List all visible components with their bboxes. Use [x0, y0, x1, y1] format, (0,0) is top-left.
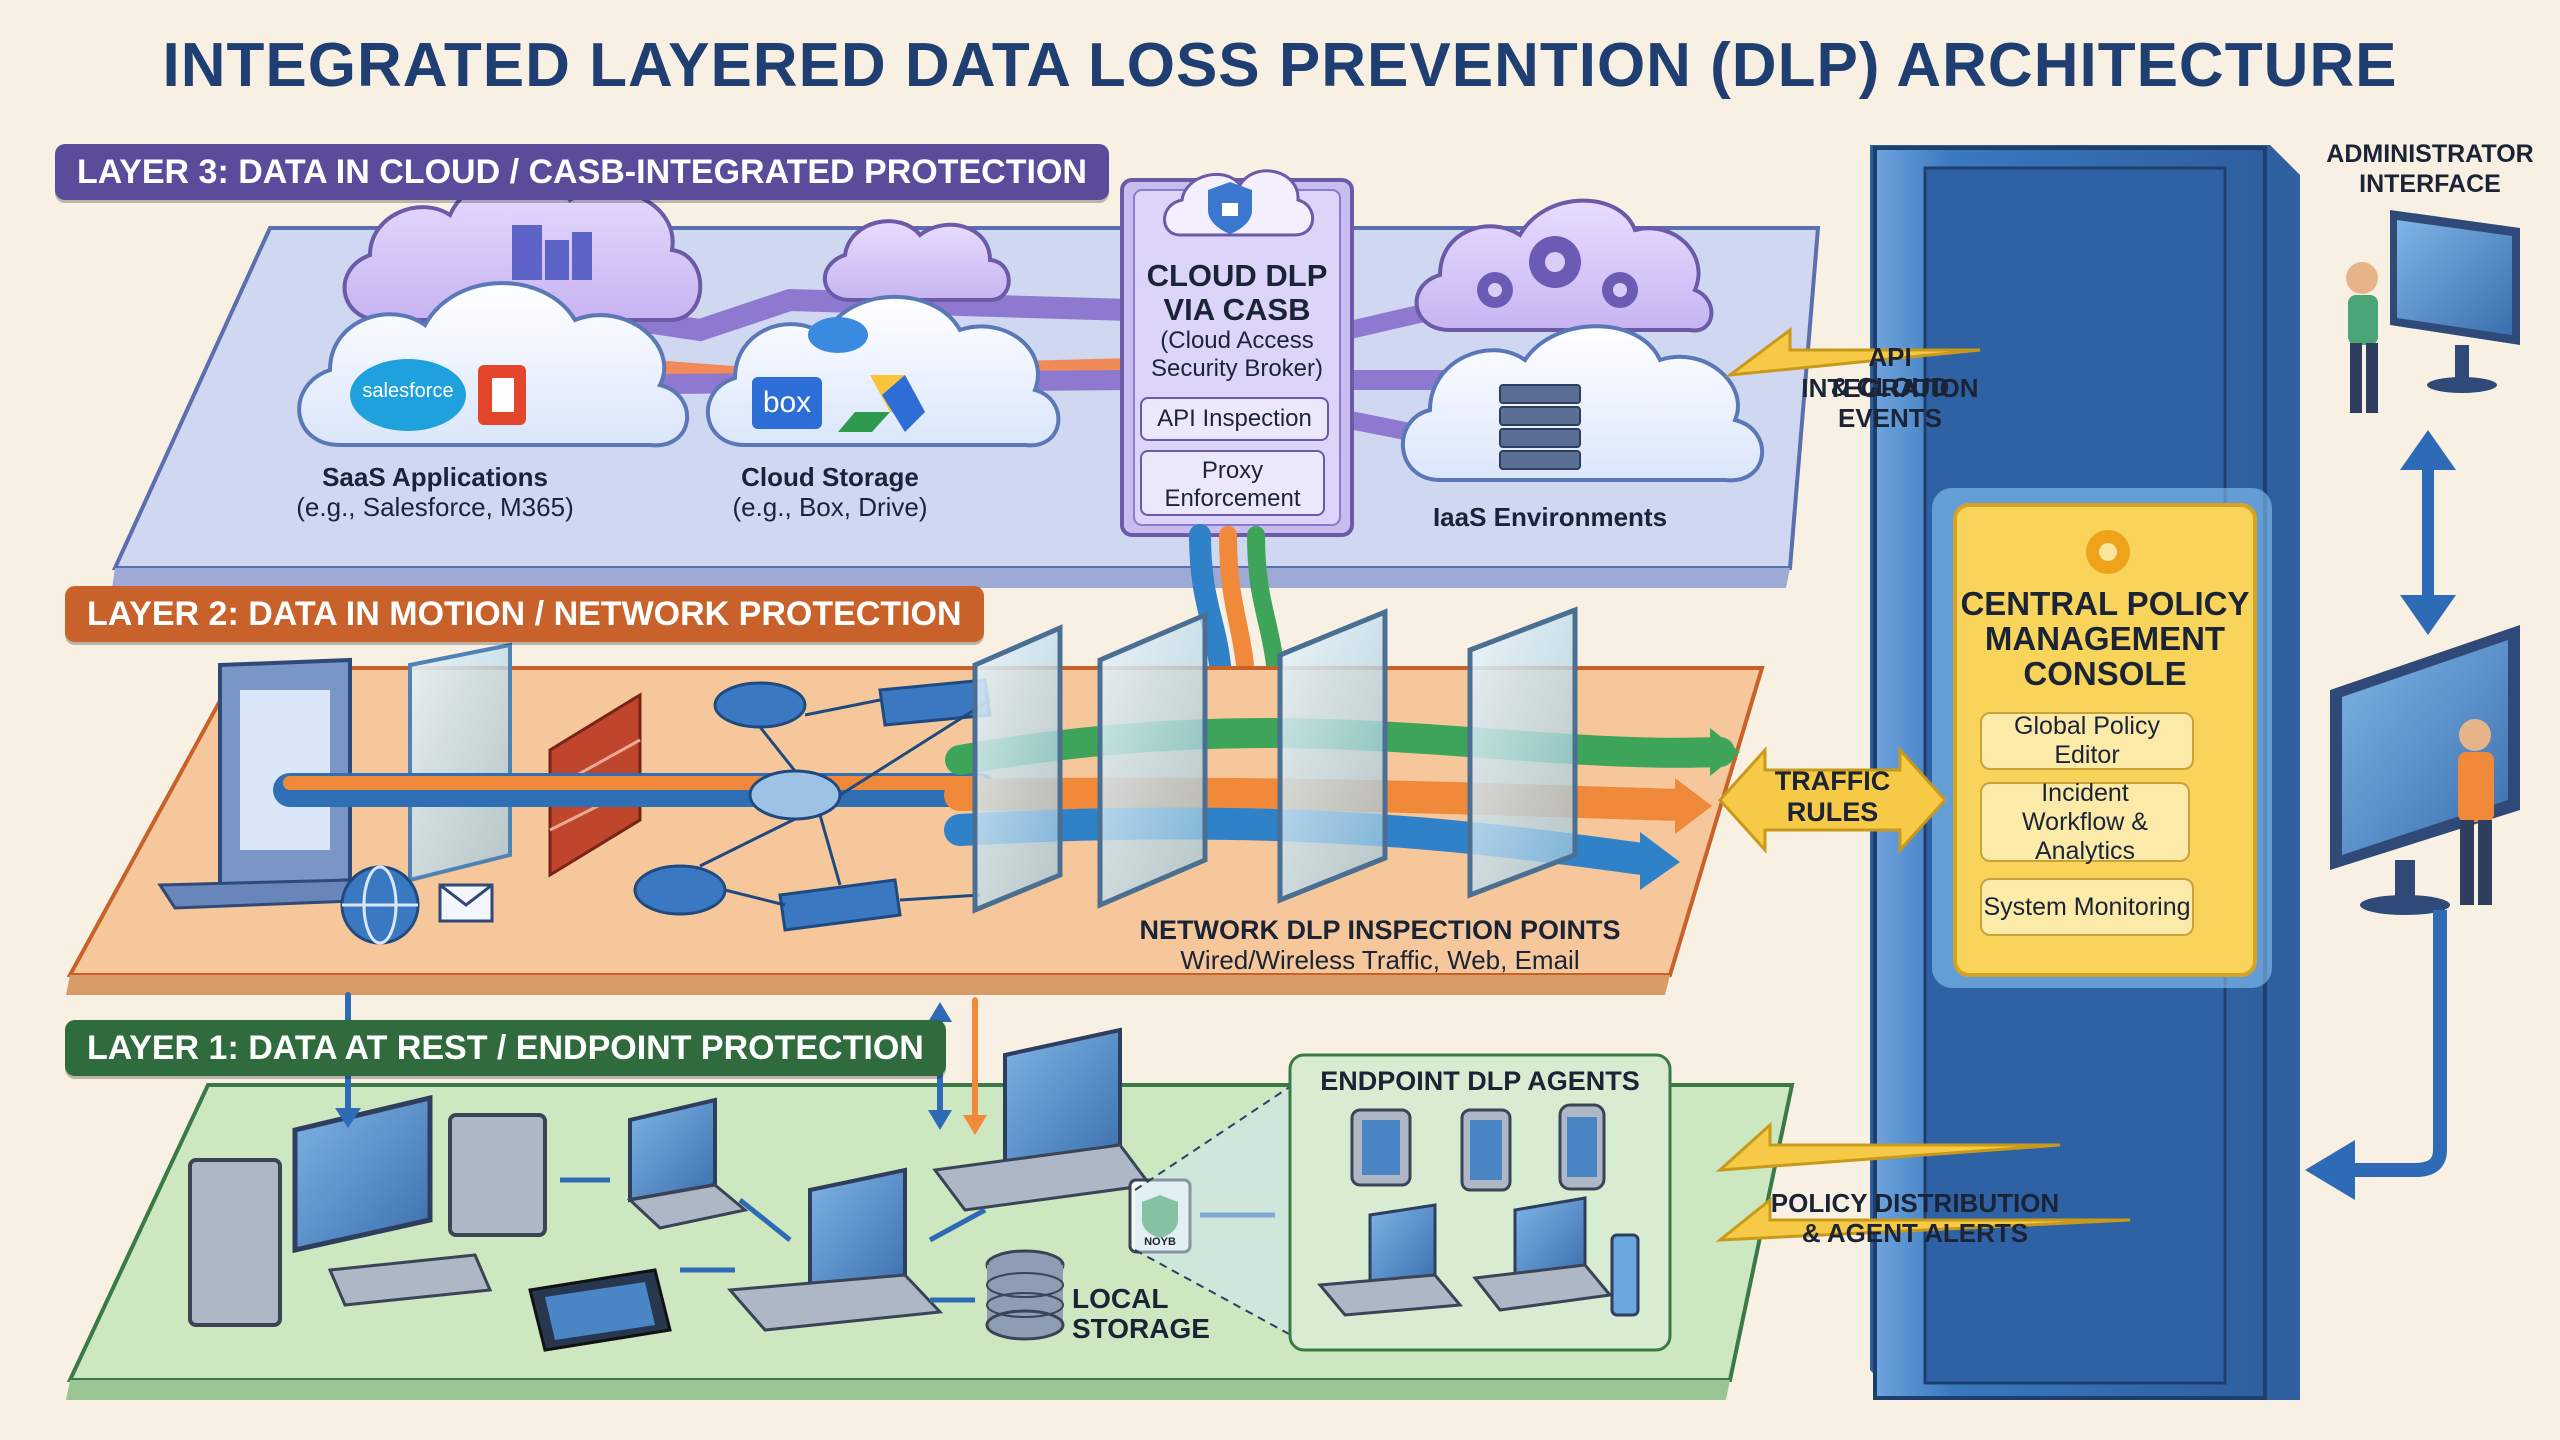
policy-distribution-arrow [1715, 1121, 2131, 1242]
layer3-label: LAYER 3: DATA IN CLOUD / CASB-INTEGRATED… [55, 144, 1109, 200]
cloud-back-mid [823, 219, 1011, 302]
console-title-line1: CENTRAL POLICY [1960, 585, 2250, 622]
cloud-storage [706, 294, 1061, 448]
policy-distribution-line2: & AGENT ALERTS [1801, 1218, 2029, 1248]
traffic-rules-arrow [1717, 746, 1948, 854]
saas-logo-text: salesforce [362, 380, 454, 402]
casb-title-line1: CLOUD DLP [1146, 258, 1328, 293]
local-storage-line2: STORAGE [1072, 1313, 1210, 1344]
cloud-back-right [1414, 198, 1714, 333]
box-logo-text: box [762, 386, 812, 419]
diagram-title: INTEGRATED LAYERED DATA LOSS PREVENTION … [162, 31, 2398, 100]
saas-subtitle: (e.g., Salesforce, M365) [296, 492, 574, 522]
cloud-storage-subtitle: (e.g., Box, Drive) [732, 492, 928, 522]
agent-chip-label: NOYB [1144, 1236, 1176, 1248]
casb-title-line2: VIA CASB [1163, 292, 1311, 327]
casb-sub-line2: Security Broker) [1150, 355, 1324, 382]
api-integration-line1: API INTEGRATION [1801, 342, 1979, 403]
traffic-rules-line2: RULES [1786, 797, 1879, 827]
incident-workflow-analytics[interactable]: Incident Workflow & Analytics [1980, 779, 2190, 865]
proxy-line2: Enforcement [1164, 485, 1301, 512]
api-integration-line2: & CLOUD EVENTS [1830, 372, 1950, 433]
policy-distribution-line1: POLICY DISTRIBUTION [1770, 1188, 2060, 1218]
endpoint-agents-title: ENDPOINT DLP AGENTS [1320, 1066, 1640, 1096]
saas-title: SaaS Applications [322, 462, 548, 492]
api-integration-arrow [1724, 327, 1981, 378]
layer1-label: LAYER 1: DATA AT REST / ENDPOINT PROTECT… [65, 1020, 946, 1076]
layer2-label: LAYER 2: DATA IN MOTION / NETWORK PROTEC… [65, 586, 984, 642]
admin-return-arrow [2305, 910, 2447, 1200]
cloud-storage-title: Cloud Storage [741, 462, 919, 492]
inspection-panes [944, 606, 1740, 914]
casb-sub-line1: (Cloud Access [1160, 327, 1314, 354]
proxy-enforcement-pill: Proxy Enforcement [1140, 450, 1325, 516]
admin-figure-top [2346, 210, 2520, 413]
admin-figure-bottom [2330, 625, 2520, 915]
console-title-line3: CONSOLE [2023, 655, 2187, 692]
api-inspection-pill: API Inspection [1140, 397, 1329, 441]
cloud-saas [297, 281, 689, 448]
global-policy-editor[interactable]: Global Policy Editor [1980, 712, 2194, 770]
console-title-line2: MANAGEMENT [1984, 620, 2226, 657]
traffic-rules-line1: TRAFFIC [1774, 766, 1891, 796]
local-storage-line1: LOCAL [1072, 1283, 1169, 1314]
endpoint-devices [188, 1027, 1301, 1352]
admin-label-line2: INTERFACE [2359, 170, 2501, 198]
endpoint-agents-panel [1288, 1053, 1672, 1352]
iaas-title: IaaS Environments [1432, 502, 1668, 532]
system-monitoring[interactable]: System Monitoring [1980, 878, 2194, 936]
cloud-back-left [342, 172, 703, 322]
casb-box [1120, 169, 1354, 537]
network-inspection-subtitle: Wired/Wireless Traffic, Web, Email [1180, 945, 1580, 975]
admin-double-arrow [2400, 430, 2456, 635]
casb-downlinks [1189, 524, 1284, 676]
cloud-iaas [1400, 324, 1764, 483]
proxy-line1: Proxy [1201, 457, 1264, 484]
network-devices [157, 642, 997, 945]
admin-label-line1: ADMINISTRATOR [2326, 140, 2534, 168]
network-inspection-title: NETWORK DLP INSPECTION POINTS [1139, 915, 1621, 945]
